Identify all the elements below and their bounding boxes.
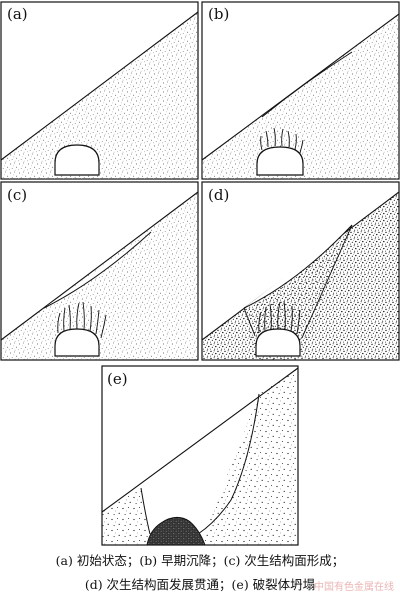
panel-a-tunnel-opening [54,144,100,176]
panel-e-collapsed-debris [146,517,206,546]
panel-a-slope-surface [0,11,199,161]
panel-b-label: (b) [208,5,229,23]
panel-d-shear-plane-left [243,307,256,337]
panel-b-rock-mass [202,14,399,179]
panel-c-label: (c) [7,186,27,204]
panel-e: (e) [101,365,299,546]
panel-d-label: (d) [208,186,229,204]
panel-e-slope-surface [101,367,299,513]
panel-b-separation-crack [261,51,353,118]
panel-d-shear-plane-right [301,224,353,339]
panel-d-fracture-lines [258,300,301,335]
panel-b: (b) [201,1,400,180]
panel-a-rock-mass [1,12,198,179]
watermark: 中国有色金属在线 [314,582,394,593]
panel-c-slope-surface [0,191,199,341]
panel-c: (c) [0,181,199,361]
figure-caption-line-1: (a) 初始状态；(b) 早期沉降；(c) 次生结构面形成； [55,553,345,568]
panel-a: (a) [0,1,199,180]
panel-c-fracture-lines [57,301,107,339]
panel-e-collapse-boundary-right [197,393,260,535]
figure-caption-line-2: (d) 次生结构面发展贯通；(e) 破裂体坍塌 [84,577,316,592]
panel-e-collapse-boundary-left [140,487,151,535]
panel-e-rock-mass-left [102,488,150,545]
panel-e-label: (e) [107,370,128,388]
panel-c-separation-crack [43,231,152,309]
panel-a-label: (a) [7,5,28,23]
panel-d-tunnel-opening [255,328,301,357]
panel-d-separation-crack [243,224,353,309]
panel-b-tunnel-opening [256,146,304,176]
panel-c-tunnel-opening [54,328,100,357]
panel-d: (d) [201,181,400,361]
panel-b-fracture-lines [260,127,304,154]
panel-e-rock-mass-right [200,369,298,545]
